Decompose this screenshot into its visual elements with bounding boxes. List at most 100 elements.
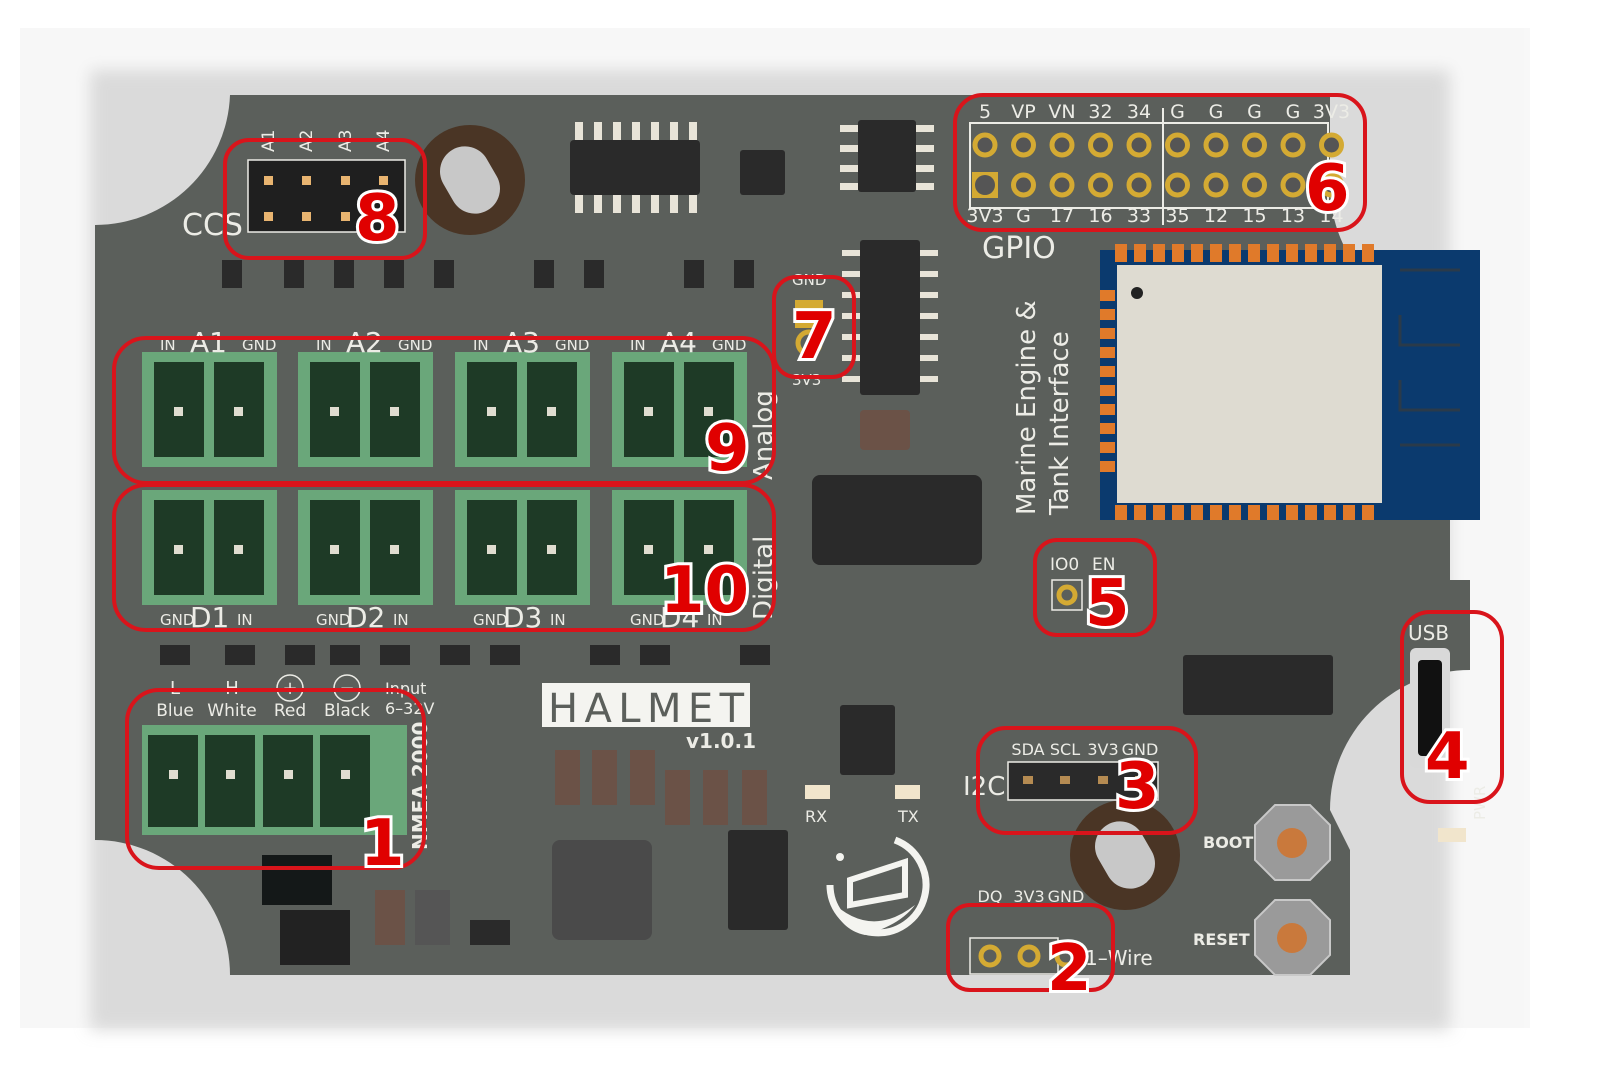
- gpio-top-label: 32: [1088, 101, 1112, 123]
- nmea-pin: [226, 770, 235, 779]
- digital-pin-right: IN: [550, 611, 566, 629]
- callout-7: 7: [792, 300, 837, 374]
- gpio-top-label: VN: [1048, 101, 1075, 123]
- gpio-pad: [1203, 172, 1229, 198]
- callout-box-2: [946, 903, 1115, 992]
- analog-pin-right: GND: [555, 336, 589, 354]
- gpio-pad: [1011, 172, 1036, 198]
- usb-port: USB PWR: [1408, 621, 1489, 842]
- ic-soic8-top: [840, 120, 934, 192]
- nmea-input-line2: 6–32V: [385, 699, 435, 718]
- analog-pin-right: GND: [242, 336, 276, 354]
- callout-box-4: [1400, 610, 1504, 804]
- gpio-label: GPIO: [982, 231, 1056, 266]
- gpio-pad: [972, 132, 998, 158]
- analog-pin-right: GND: [398, 336, 432, 354]
- gpio-bottom-label: 17: [1050, 205, 1074, 227]
- gpio-top-label: G: [1209, 101, 1224, 123]
- callout-6: 6: [1305, 152, 1350, 226]
- ic-msop-top: [740, 150, 785, 195]
- analog-pin-right: GND: [712, 336, 746, 354]
- gpio-pad: [1088, 172, 1113, 198]
- gpio-bottom-label: 12: [1204, 205, 1228, 227]
- nmea-slot: [148, 735, 198, 827]
- nmea-wire-label: Red: [274, 701, 306, 721]
- gpio-bottom-label: 3V3: [966, 205, 1003, 227]
- analog-pin-left: IN: [160, 336, 176, 354]
- i2c-pin-label: SCL: [1050, 740, 1080, 759]
- digital-pin-left: GND: [473, 611, 507, 629]
- onewire-pin-label: GND: [1048, 887, 1085, 906]
- i2c-pin-label: 3V3: [1087, 740, 1118, 759]
- gpio-bottom-label: 13: [1281, 205, 1305, 227]
- analog-channel-name: A3: [503, 326, 540, 359]
- gpio-pad: [1165, 172, 1190, 198]
- ic-soic8-bottom: [728, 830, 788, 930]
- rx-led: RX: [805, 785, 830, 826]
- usb-label: USB: [1408, 621, 1449, 645]
- gpio-pad: [1242, 132, 1267, 158]
- gpio-pad: [1049, 132, 1075, 158]
- board-version: v1.0.1: [686, 729, 756, 753]
- tx-label: TX: [897, 807, 919, 826]
- reset-button[interactable]: RESET: [1193, 899, 1331, 976]
- callout-10: 10: [660, 554, 749, 628]
- gpio-pad: [975, 175, 995, 195]
- gpio-bottom-label: 14: [1319, 205, 1343, 227]
- gpio-bottom-label: 33: [1127, 205, 1151, 227]
- gpio-top-label: G: [1247, 101, 1262, 123]
- i2c-pin-label: GND: [1122, 740, 1159, 759]
- boot-button[interactable]: BOOT: [1203, 804, 1331, 881]
- digital-pin-left: GND: [160, 611, 194, 629]
- callout-1: 1: [360, 807, 405, 881]
- rx-label: RX: [805, 807, 827, 826]
- esp32-module: [1100, 244, 1480, 520]
- nmea-side-label: NMEA 2000: [408, 722, 432, 850]
- nmea-pin: [284, 770, 293, 779]
- gpio-pad: [1088, 132, 1113, 158]
- callout-box-3: [976, 726, 1198, 835]
- gpio-top-label: 3V3: [1313, 101, 1350, 123]
- ic-soic14-vertical: [842, 240, 938, 395]
- gpio-pad: [1203, 132, 1229, 158]
- analog-pin-left: IN: [473, 336, 489, 354]
- callout-numbers: 1 2 3 4 5 6 7 8 9 10: [352, 149, 1473, 1009]
- callout-5: 5: [1085, 567, 1130, 641]
- gpio-pad: [1242, 172, 1267, 198]
- gpio-pad: [1126, 132, 1152, 158]
- callout-box-7: [772, 275, 856, 379]
- callout-8: 8: [355, 182, 400, 256]
- gpio-pad: [1280, 172, 1306, 198]
- capacitors: [375, 750, 767, 945]
- reset-button-label: RESET: [1193, 930, 1250, 949]
- gpio-bottom-label: 35: [1165, 205, 1189, 227]
- nmea-wire-label: White: [207, 701, 256, 721]
- gpio-bottom-label: 16: [1088, 205, 1112, 227]
- gpio-pad: [1280, 132, 1306, 158]
- transistor-row-bottom: [160, 645, 770, 665]
- ccs-label: CCS: [182, 208, 243, 243]
- mounting-hole-bottom: [1070, 800, 1180, 910]
- callout-box-6: [953, 93, 1367, 232]
- mounting-hole-top: [415, 125, 525, 235]
- gpio-bottom-label: G: [1016, 205, 1031, 227]
- analog-channel-name: A2: [346, 326, 383, 359]
- ic-soic14-right: [1183, 655, 1333, 715]
- nmea-slot: [320, 735, 370, 827]
- digital-pin-left: GND: [316, 611, 350, 629]
- callout-4: 4: [1425, 720, 1470, 794]
- digital-pin-left: GND: [630, 611, 664, 629]
- gpio-pad: [1319, 172, 1344, 198]
- tx-led: TX: [895, 785, 920, 826]
